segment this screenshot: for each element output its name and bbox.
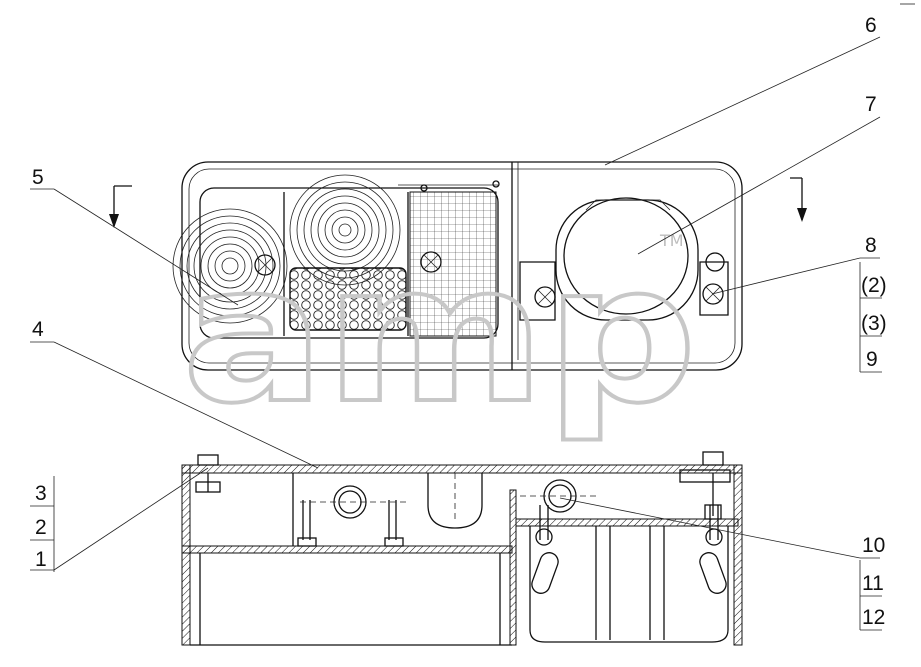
- leader-lines: [30, 3, 915, 631]
- middle-plate-left: [181, 545, 513, 554]
- bolt-top-right: [702, 451, 724, 520]
- callout-4: 4: [32, 318, 44, 341]
- svg-text:TM: TM: [659, 231, 684, 250]
- callout-1: 1: [35, 548, 47, 571]
- callout-10: 10: [862, 534, 885, 557]
- lens-screw-2: [420, 251, 442, 273]
- reflector-hex: [289, 267, 407, 331]
- lamp-section-view: [181, 451, 743, 646]
- callout-2: 2: [35, 516, 47, 539]
- socket: [427, 473, 483, 529]
- callout-8: 8: [865, 234, 877, 257]
- callout-3p: (3): [861, 312, 887, 335]
- grid-lens-section: [409, 191, 497, 337]
- lamp-housing-inner: [188, 168, 736, 364]
- top-plate: [181, 464, 743, 474]
- lens-screw-1: [254, 254, 276, 276]
- callout-12: 12: [862, 606, 885, 629]
- middle-plate-right: [515, 518, 739, 527]
- screw-section-1: [297, 500, 317, 547]
- screw-section-3: [535, 505, 553, 546]
- screw-section-2: [384, 500, 404, 547]
- callout-5: 5: [32, 166, 44, 189]
- lamp-front-view: [109, 161, 807, 371]
- watermark-logo: amp TM: [180, 222, 699, 447]
- callout-6: 6: [865, 14, 877, 37]
- lens-panel: [199, 187, 499, 339]
- lens-ring-left: [172, 208, 288, 324]
- callout-7: 7: [865, 93, 877, 116]
- callout-3: 3: [35, 482, 47, 505]
- callout-11: 11: [862, 572, 884, 595]
- lamp-housing-outer: [181, 161, 743, 371]
- bolt-top-left: [195, 454, 221, 493]
- callout-labels: 6 7 8 (2) (3) 9 5 4 3 2 1 10 11 12: [32, 14, 887, 629]
- callout-2p: (2): [861, 274, 887, 297]
- lamp-screw-left: [534, 286, 556, 308]
- callout-9: 9: [866, 348, 878, 371]
- svg-text:amp: amp: [182, 224, 697, 445]
- round-lamp-lens: [563, 197, 689, 315]
